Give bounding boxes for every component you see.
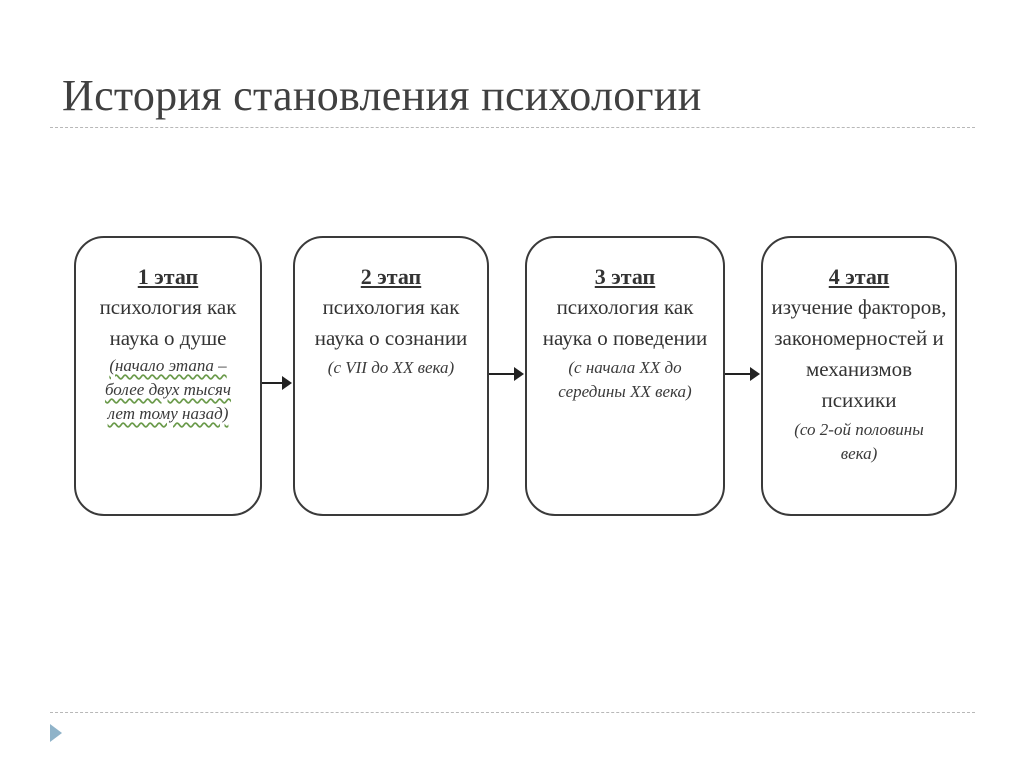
stage-box-2: 2 этап психология как наука о сознании (… xyxy=(293,236,489,516)
stage-box-4: 4 этап изучение факторов, закономерносте… xyxy=(761,236,957,516)
stage-1-heading: 1 этап xyxy=(137,264,199,289)
stage-3-heading: 3 этап xyxy=(594,264,656,289)
stage-2-period: (с VII до XX века) xyxy=(327,358,455,377)
arrow-1-to-2 xyxy=(262,376,292,390)
title-divider xyxy=(50,127,975,128)
stage-box-1: 1 этап психология как наука о душе (нача… xyxy=(74,236,262,516)
stage-2-heading: 2 этап xyxy=(360,264,422,289)
stage-4-heading: 4 этап xyxy=(828,264,890,289)
play-triangle-icon[interactable] xyxy=(50,724,62,742)
stage-box-3: 3 этап психология как наука о поведении … xyxy=(525,236,725,516)
footer-divider xyxy=(50,712,975,713)
stage-4-description: изучение факторов, закономерностей и мех… xyxy=(771,295,947,412)
stage-3-period: (с начала XX до середины XX века) xyxy=(558,358,692,401)
stage-2-description: психология как наука о сознании xyxy=(314,295,468,350)
stage-4-period: (со 2-ой половины века) xyxy=(794,420,924,463)
arrow-2-to-3 xyxy=(489,367,524,381)
stage-3-description: психология как наука о поведении xyxy=(542,295,708,350)
stage-1-description: психология как наука о душе xyxy=(99,295,237,350)
stage-1-period: (начало этапа – более двух тысяч лет том… xyxy=(104,356,232,423)
arrow-3-to-4 xyxy=(725,367,760,381)
slide-title: История становления психологии xyxy=(62,71,702,120)
